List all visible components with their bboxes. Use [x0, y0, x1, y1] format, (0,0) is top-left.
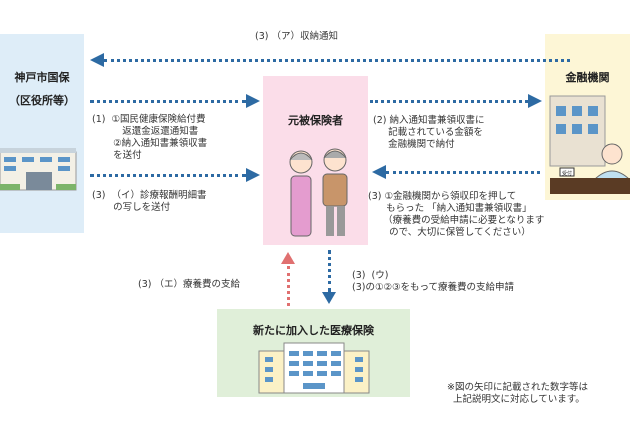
flow-i-label: (3) （イ）診療報酬明細書 の写しを送付 [92, 190, 207, 213]
flow-a-arrow-line [104, 59, 570, 62]
flow-2-arrow-line [370, 100, 528, 103]
arrow-right-icon [246, 94, 260, 108]
arrow-right-icon [246, 168, 260, 182]
insured-box: 元被保険者 [263, 76, 368, 245]
flow-e-arrow-line [287, 266, 290, 306]
flow-1-arrow-line [90, 100, 246, 103]
arrow-left-icon [372, 165, 386, 179]
arrow-up-icon [281, 252, 295, 264]
new-insurance-title: 新たに加入した医療保険 [253, 324, 374, 337]
kobe-subtitle: （区役所等） [9, 94, 75, 107]
kobe-title: 神戸市国保 [14, 71, 70, 84]
counter-sign: 受付 [562, 170, 572, 177]
flow-2-label: (2) 納入通知書兼領収書に 記載されている金額を 金融機関で納付 [373, 115, 485, 150]
flow-u-arrow-line [328, 250, 331, 292]
insured-title: 元被保険者 [288, 114, 343, 127]
arrow-down-icon [322, 292, 336, 304]
flow-3-arrow-line [386, 171, 540, 174]
flow-i-arrow-line [90, 174, 246, 177]
flow-a-label: (3) （ア）収納通知 [255, 31, 338, 42]
flow-u-label: (3) (ウ) (3)の①②③をもって療養費の支給申請 [352, 270, 515, 293]
flow-3-label: (3) ①金融機関から領収印を押して もらった 「納入通知書兼領収書」 （療養費… [368, 191, 545, 238]
bank-title: 金融機関 [565, 71, 610, 84]
flow-e-label: (3) （エ）療養費の支給 [138, 279, 240, 290]
flow-1-label: (1) ①国民健康保険給付費 返還金返還通知書 ②納入通知書兼領収書 を送付 [92, 114, 208, 161]
arrow-right-icon [528, 94, 542, 108]
elderly-couple-icon [289, 148, 348, 237]
bank-building-icon: 受付 [549, 95, 630, 194]
footnote: ※図の矢印に記載された数字等は 上記説明文に対応しています。 [447, 382, 588, 405]
new-insurance-box: 新たに加入した医療保険 [217, 309, 410, 397]
city-hall-icon [0, 148, 77, 191]
hospital-building-icon [258, 342, 370, 394]
arrow-left-icon [90, 53, 104, 67]
kobe-kokuho-box: 神戸市国保 （区役所等） [0, 34, 84, 233]
